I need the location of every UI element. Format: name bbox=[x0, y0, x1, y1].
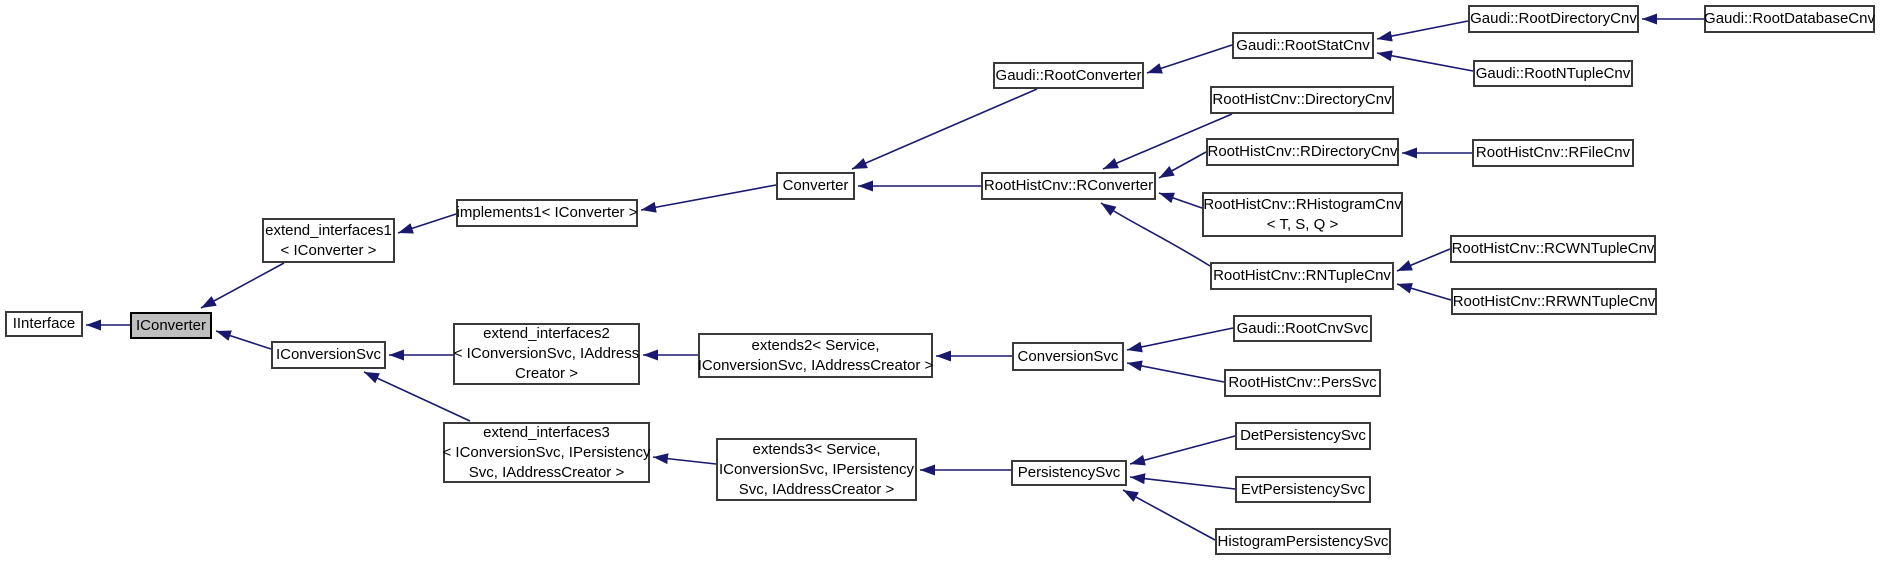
node-label: RootHistCnv::RRWNTupleCnv bbox=[1452, 292, 1656, 310]
node-evtpersistencysvc[interactable]: EvtPersistencySvc bbox=[1235, 476, 1371, 503]
node-gaudi-rootstatcnv[interactable]: Gaudi::RootStatCnv bbox=[1232, 32, 1374, 59]
node-conversionsvc[interactable]: ConversionSvc bbox=[1012, 342, 1124, 371]
node-label: Gaudi::RootDirectoryCnv bbox=[1470, 10, 1637, 27]
edge-converter-to-implements1 bbox=[640, 184, 777, 213]
node-roothistcnv-rcwntuplecnv[interactable]: RootHistCnv::RCWNTupleCnv bbox=[1450, 235, 1656, 263]
node-histogrampersistencysvc[interactable]: HistogramPersistencySvc bbox=[1215, 528, 1391, 555]
edge-rootstatcnv-to-rootconverter bbox=[1146, 44, 1233, 74]
node-gaudi-rootntuplecnv[interactable]: Gaudi::RootNTupleCnv bbox=[1473, 60, 1633, 87]
node-label: Gaudi::RootStatCnv bbox=[1236, 36, 1370, 54]
node-label: IConverter bbox=[135, 316, 207, 334]
node-roothistcnv-perssvc[interactable]: RootHistCnv::PersSvc bbox=[1224, 369, 1381, 397]
edge-rrwntuplecnv-to-rntuplecnv bbox=[1396, 282, 1452, 301]
node-label: Creator > bbox=[515, 365, 578, 382]
node-extend-interfaces1[interactable]: extend_interfaces1 < IConverter > bbox=[262, 218, 395, 263]
node-label: < IConverter > bbox=[280, 241, 377, 259]
edge-histogrampersistencysvc-to-persistencysvc bbox=[1122, 489, 1216, 541]
node-gaudi-rootdirectorycnv[interactable]: Gaudi::RootDirectoryCnv bbox=[1468, 5, 1639, 33]
node-label: extend_interfaces1 bbox=[265, 221, 392, 239]
edge-detpersistencysvc-to-persistencysvc bbox=[1129, 435, 1236, 466]
node-roothistcnv-rconverter[interactable]: RootHistCnv::RConverter bbox=[981, 172, 1156, 200]
node-roothistcnv-rrwntuplecnv[interactable]: RootHistCnv::RRWNTupleCnv bbox=[1451, 288, 1657, 315]
node-detpersistencysvc[interactable]: DetPersistencySvc bbox=[1235, 422, 1371, 450]
node-label: HistogramPersistencySvc bbox=[1217, 532, 1389, 550]
edge-directorycnv-to-rconverter bbox=[1102, 113, 1233, 170]
node-label: PersistencySvc bbox=[1017, 464, 1121, 481]
edge-extends3-to-extend-interfaces3 bbox=[652, 453, 717, 465]
node-label: RootHistCnv::RConverter bbox=[983, 177, 1154, 194]
node-label: extend_interfaces3 bbox=[483, 423, 610, 441]
node-label: extends3< Service, bbox=[752, 440, 881, 458]
node-extend-interfaces3[interactable]: extend_interfaces3 < IConversionSvc, IPe… bbox=[442, 422, 651, 483]
node-label: implements1< IConverter > bbox=[456, 204, 638, 221]
node-label: extends2< Service, bbox=[751, 336, 880, 354]
node-label: RootHistCnv::RHistogramCnv bbox=[1203, 195, 1402, 213]
node-iconverter[interactable]: IConverter bbox=[130, 312, 212, 339]
node-label: Gaudi::RootCnvSvc bbox=[1236, 319, 1369, 337]
node-label: RootHistCnv::DirectoryCnv bbox=[1212, 91, 1392, 108]
edge-extend-interfaces1-to-iconverter bbox=[200, 262, 285, 309]
node-label: Svc, IAddressCreator > bbox=[468, 463, 625, 481]
node-label: EvtPersistencySvc bbox=[1240, 480, 1366, 498]
node-roothistcnv-rdirectorycnv[interactable]: RootHistCnv::RDirectoryCnv bbox=[1206, 138, 1399, 166]
node-extends3[interactable]: extends3< Service, IConversionSvc, IPers… bbox=[716, 438, 917, 501]
edge-rootcnvsvc-to-conversionsvc bbox=[1126, 327, 1234, 353]
node-roothistcnv-directorycnv[interactable]: RootHistCnv::DirectoryCnv bbox=[1210, 86, 1394, 114]
node-persistencysvc[interactable]: PersistencySvc bbox=[1011, 460, 1127, 486]
edge-rootdirectorycnv-to-rootstatcnv bbox=[1376, 20, 1469, 42]
node-label: Converter bbox=[782, 177, 849, 194]
node-label: DetPersistencySvc bbox=[1240, 427, 1366, 444]
node-label: RootHistCnv::RNTupleCnv bbox=[1213, 267, 1391, 284]
node-label: RootHistCnv::RCWNTupleCnv bbox=[1451, 240, 1655, 257]
node-extend-interfaces2[interactable]: extend_interfaces2 < IConversionSvc, IAd… bbox=[453, 323, 640, 385]
node-label: < IConversionSvc, IAddress bbox=[453, 345, 640, 362]
node-label: RootHistCnv::RDirectoryCnv bbox=[1207, 143, 1398, 160]
node-label: IConversionSvc bbox=[275, 346, 382, 363]
node-label: IConversionSvc, IAddressCreator > bbox=[697, 356, 934, 374]
node-iinterface[interactable]: IInterface bbox=[5, 311, 83, 337]
edge-rdirectorycnv-to-rconverter bbox=[1158, 151, 1207, 179]
edge-rntuplecnv-to-rconverter bbox=[1100, 202, 1211, 267]
node-label: Svc, IAddressCreator > bbox=[738, 480, 895, 498]
edge-rootntuplecnv-to-rootstatcnv bbox=[1376, 50, 1474, 72]
node-label: RootHistCnv::PersSvc bbox=[1228, 374, 1377, 391]
edge-extend-interfaces3-to-iconversionsvc bbox=[363, 371, 471, 422]
node-gaudi-rootcnvsvc[interactable]: Gaudi::RootCnvSvc bbox=[1233, 315, 1372, 342]
node-roothistcnv-rntuplecnv[interactable]: RootHistCnv::RNTupleCnv bbox=[1210, 262, 1394, 290]
node-label: extend_interfaces2 bbox=[483, 325, 610, 342]
node-implements1[interactable]: implements1< IConverter > bbox=[456, 199, 638, 227]
node-label: Gaudi::RootDatabaseCnv bbox=[1704, 10, 1875, 27]
node-extends2[interactable]: extends2< Service, IConversionSvc, IAddr… bbox=[698, 333, 933, 378]
node-roothistcnv-rhistogramcnv[interactable]: RootHistCnv::RHistogramCnv < T, S, Q > bbox=[1202, 192, 1403, 237]
edge-iconversionsvc-to-iconverter bbox=[215, 330, 272, 350]
node-gaudi-rootconverter[interactable]: Gaudi::RootConverter bbox=[993, 62, 1144, 89]
edge-implements1-to-extend-interfaces1 bbox=[397, 213, 457, 234]
node-label: < T, S, Q > bbox=[1266, 215, 1339, 233]
node-label: RootHistCnv::RFileCnv bbox=[1475, 144, 1631, 161]
node-label: IConversionSvc, IPersistency bbox=[718, 460, 915, 478]
node-label: Gaudi::RootNTupleCnv bbox=[1475, 64, 1631, 82]
edge-perssvc-to-conversionsvc bbox=[1126, 360, 1225, 383]
node-label: ConversionSvc bbox=[1017, 347, 1119, 365]
edge-rcwntuplecnv-to-rntuplecnv bbox=[1396, 248, 1451, 272]
edge-rootconverter-to-converter bbox=[851, 88, 1038, 170]
edge-evtpersistencysvc-to-persistencysvc bbox=[1129, 473, 1236, 490]
node-converter[interactable]: Converter bbox=[776, 172, 855, 200]
node-gaudi-rootdatabasecnv[interactable]: Gaudi::RootDatabaseCnv bbox=[1704, 5, 1875, 33]
edge-rhistogramcnv-to-rconverter bbox=[1158, 192, 1203, 209]
node-label: IInterface bbox=[12, 315, 76, 332]
node-iconversionsvc[interactable]: IConversionSvc bbox=[271, 341, 386, 369]
node-label: Gaudi::RootConverter bbox=[995, 66, 1142, 84]
node-roothistcnv-rfilecnv[interactable]: RootHistCnv::RFileCnv bbox=[1472, 139, 1634, 167]
node-label: < IConversionSvc, IPersistency bbox=[442, 443, 651, 461]
